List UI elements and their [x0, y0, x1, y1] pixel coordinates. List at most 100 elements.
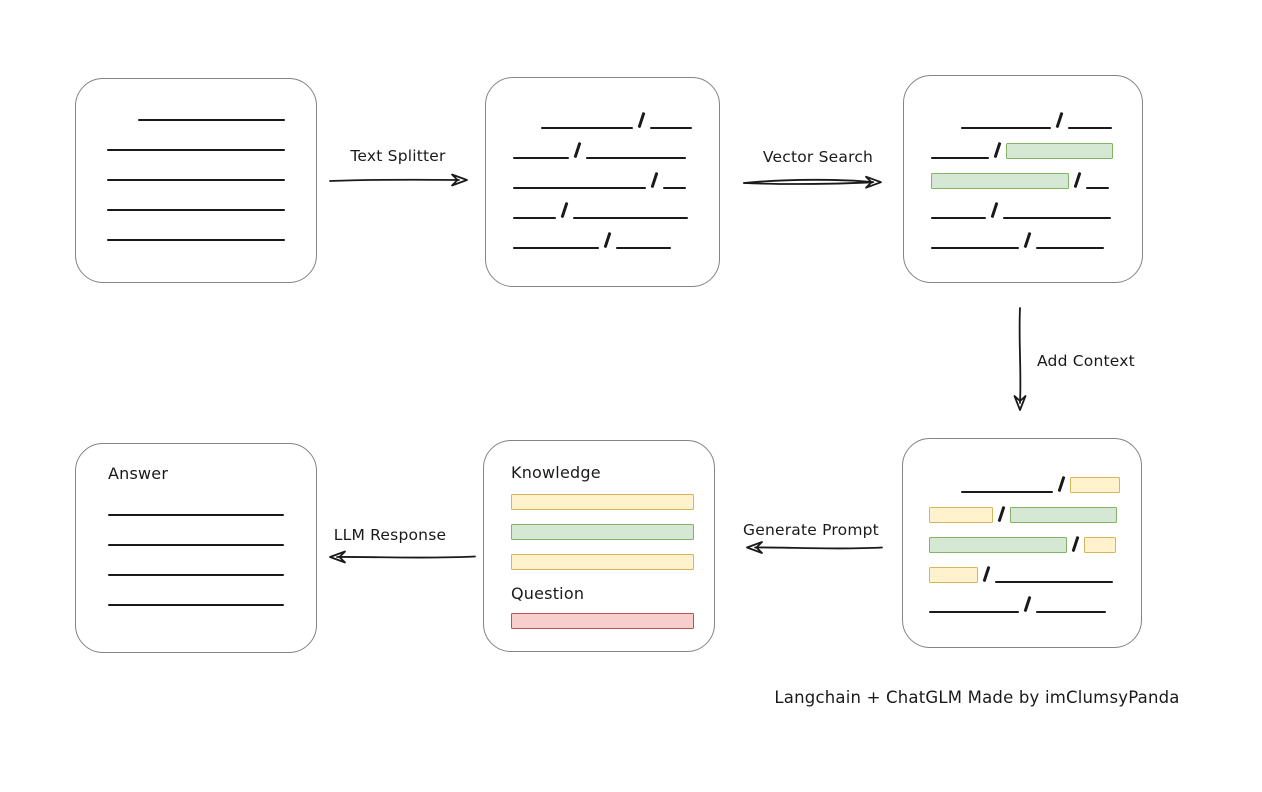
indent-gap — [931, 128, 961, 129]
text-line — [961, 491, 1053, 493]
indent-gap — [929, 492, 961, 493]
text-row — [107, 121, 285, 151]
text-row — [931, 129, 1142, 159]
answer-box: Answer — [75, 443, 317, 653]
knowledge-bars — [511, 494, 714, 570]
vector-search-label: Vector Search — [762, 148, 874, 166]
slash-separator — [1023, 595, 1032, 613]
text-row — [108, 516, 284, 546]
text-line — [137, 119, 285, 121]
text-row — [929, 583, 1141, 613]
indent-gap — [107, 120, 138, 121]
text-line — [108, 604, 284, 606]
text-row — [929, 553, 1141, 583]
text-line — [541, 127, 633, 129]
text-row — [107, 91, 285, 121]
slash-separator — [560, 201, 569, 219]
text-line — [1035, 247, 1104, 249]
text-line — [572, 217, 688, 219]
text-line — [107, 209, 285, 211]
text-splitter-label: Text Splitter — [350, 147, 446, 165]
highlight-bar-yellow — [511, 494, 694, 510]
text-line — [1067, 127, 1112, 129]
slash-separator — [997, 505, 1006, 523]
highlight-bar-red — [511, 613, 694, 629]
text-line — [931, 157, 989, 159]
slash-separator — [603, 231, 612, 249]
answer-label: Answer — [108, 464, 169, 483]
text-line — [107, 239, 285, 241]
text-line — [585, 157, 686, 159]
slash-separator — [982, 565, 991, 583]
text-line — [961, 127, 1051, 129]
context-box — [902, 438, 1142, 648]
slash-separator — [1071, 535, 1080, 553]
text-line — [649, 127, 692, 129]
text-line — [513, 217, 556, 219]
text-line — [108, 514, 284, 516]
vector-search-results-box — [903, 75, 1143, 283]
add-context-label: Add Context — [1037, 352, 1135, 370]
llm-response-label: LLM Response — [333, 526, 447, 544]
highlight-bar-yellow — [1083, 537, 1116, 553]
text-row — [107, 181, 285, 211]
text-splitter-arrow — [329, 173, 468, 187]
text-line — [513, 187, 646, 189]
question-label: Question — [511, 584, 585, 603]
knowledge-label: Knowledge — [511, 463, 601, 482]
generate-prompt-label: Generate Prompt — [743, 521, 879, 539]
text-row — [107, 211, 285, 241]
slash-separator — [1073, 171, 1082, 189]
text-line — [994, 581, 1113, 583]
text-line — [107, 179, 285, 181]
slash-separator — [1023, 231, 1032, 249]
slash-separator — [573, 141, 582, 159]
text-line — [931, 217, 986, 219]
text-row — [108, 546, 284, 576]
slash-separator — [993, 141, 1002, 159]
highlight-bar-green — [931, 173, 1069, 189]
question-bar — [511, 613, 714, 629]
text-row — [108, 486, 284, 516]
text-row — [513, 219, 719, 249]
text-row — [513, 129, 719, 159]
slash-separator — [1057, 475, 1066, 493]
text-line — [108, 574, 284, 576]
text-row — [931, 159, 1142, 189]
highlight-bar-yellow — [1069, 477, 1120, 493]
text-row — [929, 463, 1141, 493]
text-line — [108, 544, 284, 546]
text-line — [929, 611, 1019, 613]
text-row — [107, 151, 285, 181]
text-line — [513, 247, 599, 249]
slash-separator — [990, 201, 999, 219]
text-row — [931, 219, 1142, 249]
highlight-bar-green — [1005, 143, 1113, 159]
slash-separator — [1055, 111, 1064, 129]
slash-separator — [650, 171, 659, 189]
llm-response-arrow — [329, 550, 476, 564]
text-line — [1002, 217, 1111, 219]
text-line — [615, 247, 671, 249]
text-line — [1035, 611, 1106, 613]
text-row — [513, 189, 719, 219]
vector-search-arrow — [743, 175, 882, 189]
highlight-bar-yellow — [929, 567, 978, 583]
indent-gap — [513, 128, 541, 129]
answer-lines — [108, 486, 284, 606]
text-line — [1085, 187, 1109, 189]
text-row — [108, 576, 284, 606]
text-row — [513, 159, 719, 189]
highlight-bar-yellow — [929, 507, 993, 523]
text-line — [662, 187, 686, 189]
prompt-box: Knowledge Question — [483, 440, 715, 652]
text-row — [929, 523, 1141, 553]
text-chunks-box — [485, 77, 720, 287]
source-document-box — [75, 78, 317, 283]
highlight-bar-green — [929, 537, 1067, 553]
text-line — [107, 149, 285, 151]
text-row — [931, 189, 1142, 219]
text-line — [513, 157, 569, 159]
text-row — [513, 99, 719, 129]
highlight-bar-green — [511, 524, 694, 540]
